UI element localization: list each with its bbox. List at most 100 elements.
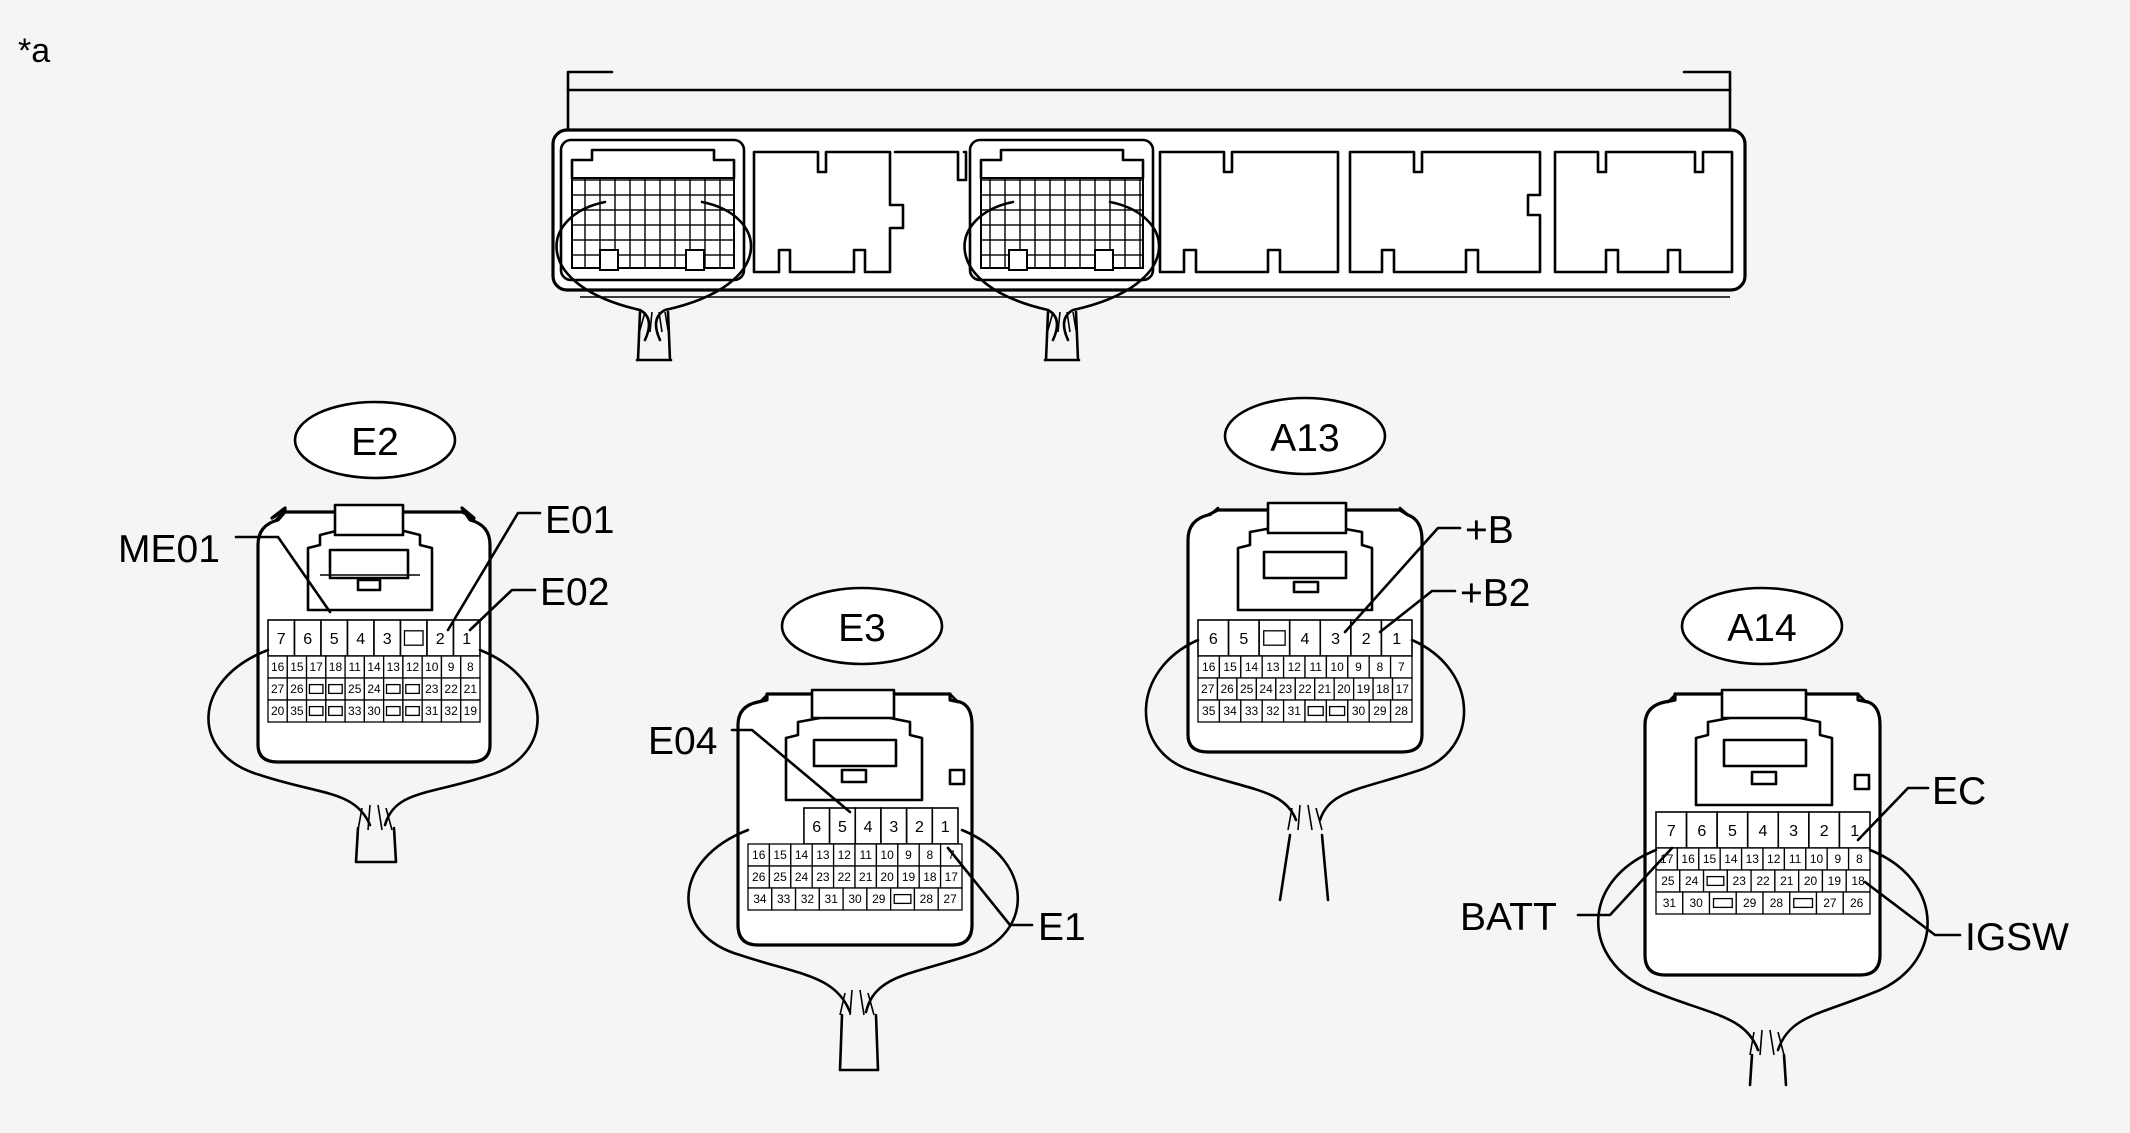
pin-number: 4 — [356, 631, 365, 648]
pin-blank — [1706, 875, 1725, 887]
pin-number: 30 — [1352, 704, 1366, 718]
pin-number: 25 — [773, 870, 787, 884]
pin-blank — [328, 683, 343, 695]
label-e02: E02 — [540, 571, 609, 614]
pin-cell — [803, 807, 831, 845]
pin-blank — [1328, 705, 1346, 717]
pin-number: 27 — [943, 892, 957, 906]
pin-cell — [1842, 891, 1871, 915]
pin-number: 20 — [1337, 682, 1351, 696]
pin-number: 2 — [1820, 823, 1829, 840]
pin-number: 11 — [1309, 660, 1322, 674]
pin-number: 18 — [1851, 874, 1865, 888]
label-plus-b2: +B2 — [1460, 572, 1530, 615]
pin-number: 15 — [773, 848, 787, 862]
pin-number: 33 — [348, 704, 362, 718]
pin-number: 35 — [290, 704, 304, 718]
pin-number: 29 — [1743, 896, 1757, 910]
pin-number: 22 — [838, 870, 852, 884]
pin-number: 27 — [1823, 896, 1837, 910]
connector-e2-name: E2 — [351, 421, 399, 464]
pin-number: 28 — [920, 892, 934, 906]
pin-number: 8 — [927, 848, 934, 862]
pin-number: 13 — [1746, 852, 1760, 866]
pin-number: 18 — [329, 660, 343, 674]
pin-number: 8 — [1377, 660, 1384, 674]
pin-blank — [385, 705, 401, 717]
pin-number: 12 — [406, 660, 420, 674]
pin-number: 33 — [1245, 704, 1259, 718]
pin-number: 5 — [1239, 631, 1248, 648]
pin-number: 9 — [905, 848, 912, 862]
pin-number: 1 — [941, 819, 950, 836]
callouts: ME01 E01 E02 E04 E1 +B +B2 EC BATT IGSW — [118, 499, 2069, 959]
pin-number: 13 — [1266, 660, 1280, 674]
pin-number: 3 — [889, 819, 898, 836]
pin-number: 25 — [1661, 874, 1675, 888]
pin-number: 24 — [795, 870, 809, 884]
pin-number: 4 — [864, 819, 873, 836]
pin-number: 32 — [801, 892, 815, 906]
ecu-socket-6 — [1553, 150, 1734, 274]
label-batt: BATT — [1460, 896, 1557, 939]
pin-number: 16 — [1202, 660, 1216, 674]
pin-number: 7 — [1398, 660, 1405, 674]
pin-number: 14 — [367, 660, 381, 674]
pin-number: 16 — [271, 660, 285, 674]
pin-number: 3 — [1789, 823, 1798, 840]
pin-cell — [1746, 811, 1780, 849]
pin-number: 10 — [1330, 660, 1344, 674]
pin-number: 1 — [1392, 631, 1401, 648]
pin-number: 31 — [425, 704, 439, 718]
pin-cell — [460, 699, 481, 723]
pin-blank — [893, 893, 912, 905]
pin-blank — [1263, 630, 1286, 646]
pin-number: 6 — [303, 631, 312, 648]
pin-cell — [1227, 619, 1260, 657]
pin-number: 22 — [444, 682, 458, 696]
pin-number: 16 — [1681, 852, 1695, 866]
pin-number: 21 — [1318, 682, 1332, 696]
pin-number: 29 — [872, 892, 886, 906]
pin-number: 6 — [812, 819, 821, 836]
pin-number: 1 — [462, 631, 471, 648]
ecu-harness-1 — [555, 200, 753, 362]
pin-number: 24 — [1685, 874, 1699, 888]
pin-number: 3 — [383, 631, 392, 648]
pin-blank — [1307, 705, 1324, 717]
pin-number: 25 — [1240, 682, 1254, 696]
pin-number: 27 — [271, 682, 285, 696]
pin-number: 25 — [348, 682, 362, 696]
pin-number: 24 — [367, 682, 381, 696]
pin-blank — [308, 683, 324, 695]
pin-number: 9 — [1355, 660, 1362, 674]
pin-number: 1 — [1850, 823, 1859, 840]
pin-blank — [1712, 897, 1733, 909]
pin-number: 23 — [1279, 682, 1293, 696]
label-e01: E01 — [545, 499, 614, 542]
pin-number: 20 — [1804, 874, 1818, 888]
label-ec: EC — [1932, 770, 1986, 813]
pin-number: 15 — [290, 660, 304, 674]
pin-number: 34 — [1223, 704, 1237, 718]
pin-number: 14 — [795, 848, 809, 862]
pin-blank — [405, 683, 420, 695]
pin-number: 28 — [1770, 896, 1784, 910]
pin-number: 13 — [387, 660, 401, 674]
pin-number: 17 — [310, 660, 324, 674]
pin-number: 12 — [838, 848, 852, 862]
pin-number: 34 — [753, 892, 767, 906]
pin-number: 19 — [1828, 874, 1842, 888]
pin-number: 24 — [1259, 682, 1273, 696]
pin-cell — [1389, 699, 1413, 723]
pin-number: 32 — [444, 704, 458, 718]
pin-cell — [320, 619, 349, 657]
pin-cell — [1838, 811, 1871, 849]
pin-number: 4 — [1301, 631, 1310, 648]
pin-number: 30 — [1689, 896, 1703, 910]
